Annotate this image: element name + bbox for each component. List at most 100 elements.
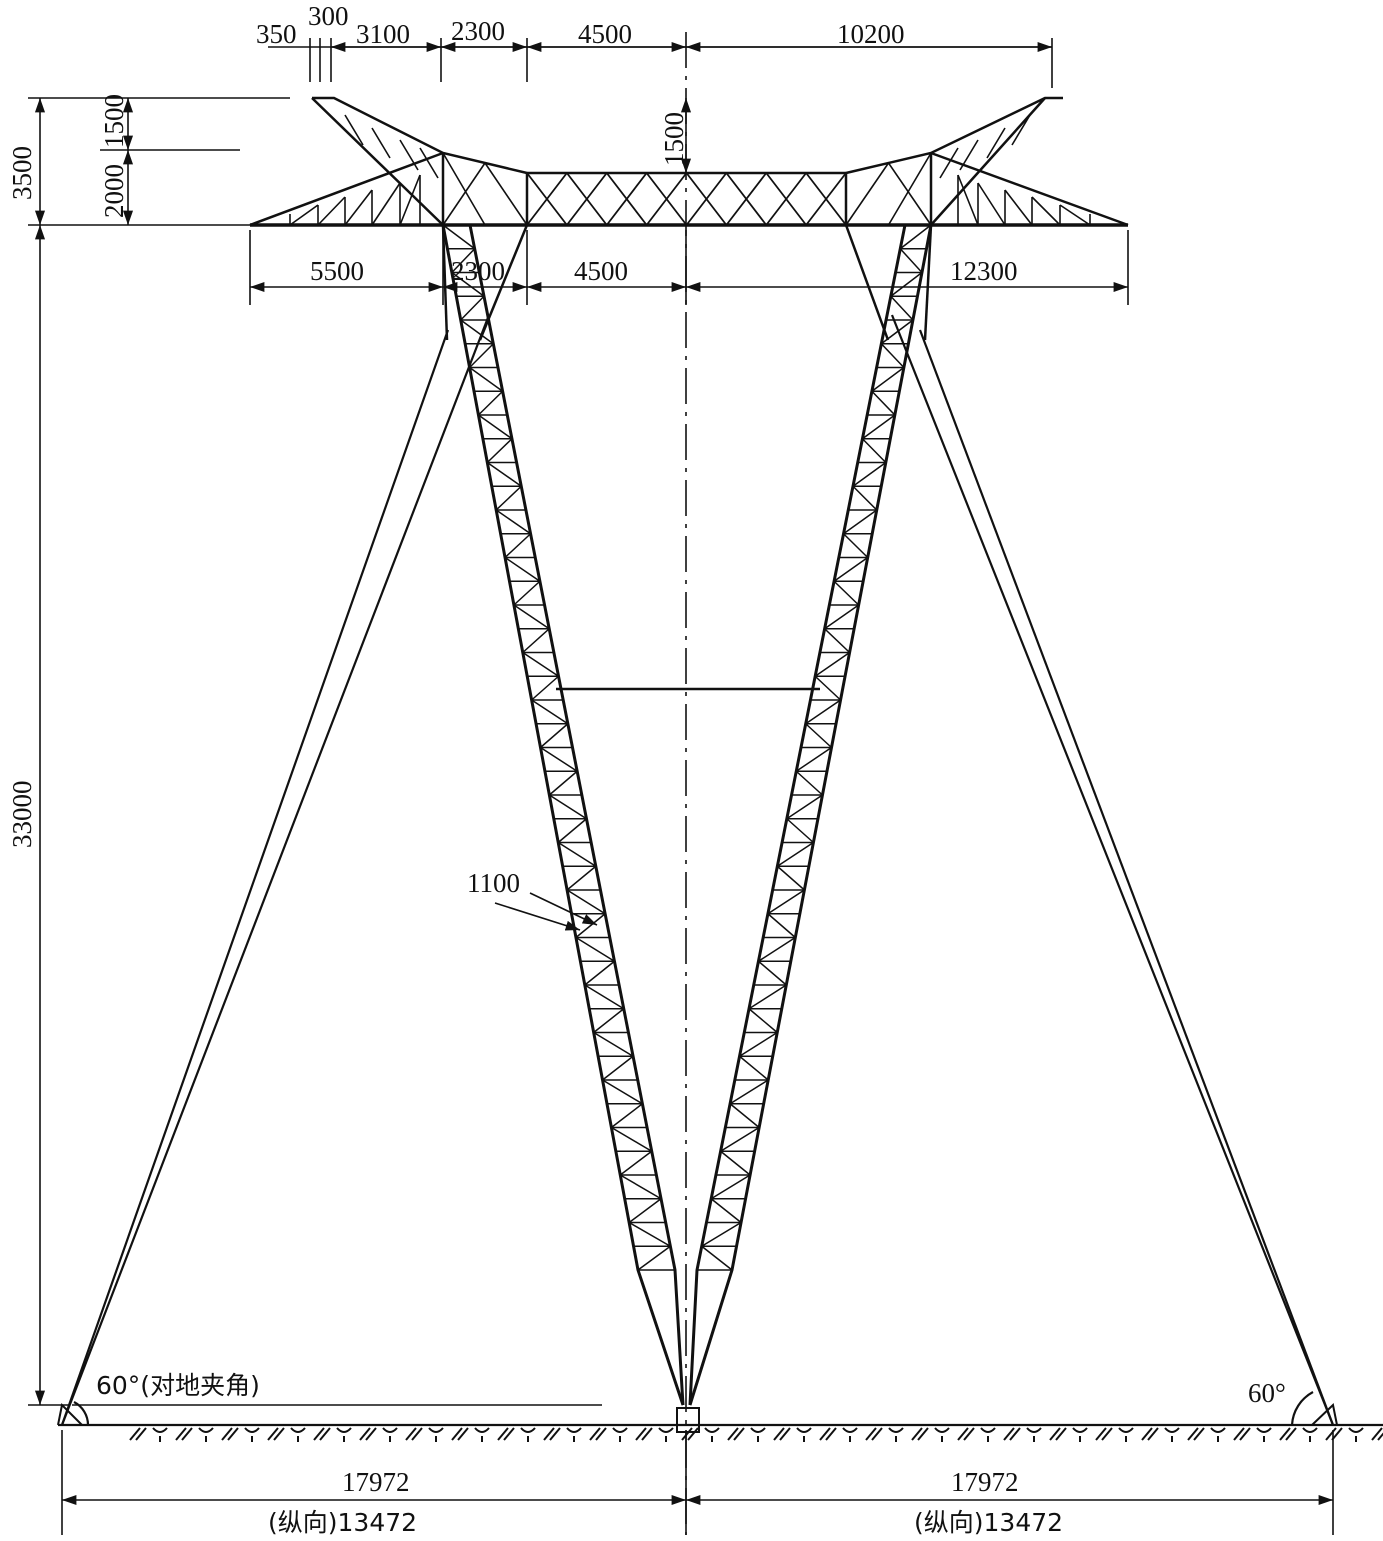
crossarm-lacing bbox=[606, 172, 648, 226]
ground-hatch bbox=[152, 1427, 168, 1442]
left-leg-inner-chord bbox=[468, 224, 685, 1406]
dim-top-350: 350 bbox=[256, 19, 297, 49]
left-leg-outer-chord bbox=[441, 224, 685, 1406]
angle-label-right: 60° bbox=[1248, 1378, 1286, 1408]
guy-wire-right-upper bbox=[890, 314, 1335, 1426]
ground-hatch bbox=[405, 1427, 423, 1441]
ground-hatch bbox=[566, 1427, 582, 1442]
ground-hatch bbox=[1302, 1427, 1318, 1442]
crossarm-lacing bbox=[685, 172, 728, 226]
dim-left-33000: 33000 bbox=[7, 781, 37, 849]
ground-hatch bbox=[612, 1427, 628, 1442]
wing-inner-lacing bbox=[845, 162, 890, 226]
right-leg-lacing bbox=[880, 343, 905, 369]
left-leg-lacing bbox=[548, 770, 578, 796]
wing-upper-lacing bbox=[959, 139, 979, 171]
ground-hatch bbox=[1348, 1427, 1364, 1442]
ground-hatch bbox=[1164, 1427, 1180, 1442]
crossarm-lacing bbox=[645, 172, 688, 226]
left-leg-lacing bbox=[478, 414, 513, 440]
dim-top-10200: 10200 bbox=[837, 19, 905, 49]
ground-hatch bbox=[474, 1427, 490, 1442]
right-leg-lacing bbox=[710, 1198, 742, 1224]
right-leg-lacing bbox=[701, 1245, 733, 1271]
right-leg-lacing bbox=[843, 533, 869, 559]
left-leg-lacing bbox=[584, 960, 615, 986]
left-leg-lacing bbox=[451, 248, 476, 274]
right-leg-lacing bbox=[776, 841, 814, 867]
right-leg-lacing bbox=[786, 818, 814, 844]
wing-upper-lacing bbox=[986, 127, 1006, 159]
right-leg-lacing bbox=[814, 651, 851, 677]
ground-hatch bbox=[313, 1427, 331, 1441]
right-leg-outer-chord bbox=[688, 224, 933, 1406]
right-leg-lacing bbox=[767, 913, 796, 939]
ground-hatch bbox=[980, 1427, 996, 1442]
left-leg-lacing bbox=[593, 1031, 634, 1057]
left-leg-lacing bbox=[602, 1079, 643, 1105]
ground-hatch bbox=[658, 1427, 674, 1442]
wing-upper-lacing bbox=[419, 147, 439, 179]
wing-lacing-diagonal bbox=[1031, 196, 1061, 226]
ground-hatch bbox=[1049, 1427, 1067, 1441]
left-leg-lacing bbox=[584, 984, 625, 1010]
ground-hatch bbox=[451, 1427, 469, 1441]
right-leg-lacing bbox=[701, 1221, 742, 1247]
left-leg-lacing bbox=[522, 651, 559, 677]
right-leg-lacing bbox=[720, 1150, 751, 1176]
wing-upper-lacing bbox=[939, 147, 959, 179]
ground-hatch bbox=[911, 1427, 929, 1441]
right-leg-lacing bbox=[795, 746, 832, 772]
right-leg-lacing bbox=[767, 889, 805, 915]
right-leg-lacing bbox=[824, 604, 860, 630]
ground-hatch bbox=[589, 1427, 607, 1441]
dim-top-3100: 3100 bbox=[356, 19, 410, 49]
ground-hatch bbox=[520, 1427, 536, 1442]
ground-hatch bbox=[957, 1427, 975, 1441]
ground-hatch bbox=[336, 1427, 352, 1442]
angle-arc-right bbox=[1290, 1391, 1314, 1426]
right-leg-lacing bbox=[833, 556, 869, 582]
ground-hatch bbox=[704, 1427, 720, 1442]
wing-upper-lacing bbox=[344, 114, 364, 146]
ground-hatch bbox=[934, 1427, 950, 1442]
wing-lacing-diagonal bbox=[371, 182, 401, 226]
left-leg-lacing bbox=[557, 818, 587, 844]
left-leg-lacing bbox=[442, 224, 476, 250]
left-leg-lacing bbox=[637, 1245, 671, 1271]
wing-inner-lacing bbox=[484, 162, 528, 226]
right-leg-lacing bbox=[786, 794, 823, 820]
right-leg-lacing bbox=[757, 960, 787, 986]
anchor-left-marker bbox=[57, 1402, 83, 1426]
left-leg-lacing bbox=[566, 865, 597, 891]
dim-left-3500: 3500 bbox=[7, 146, 37, 200]
wing-upper-lacing bbox=[399, 139, 419, 171]
tower-structure bbox=[249, 96, 1129, 1433]
right-leg-lacing bbox=[861, 438, 887, 464]
guy-wire-left-upper bbox=[60, 314, 491, 1426]
ground-hatch bbox=[497, 1427, 515, 1441]
left-leg-lacing bbox=[460, 319, 494, 345]
base-dim-left: 17972 bbox=[342, 1467, 410, 1497]
left-leg-lacing bbox=[602, 1055, 634, 1081]
right-leg-lacing bbox=[795, 770, 823, 796]
ground-hatch bbox=[221, 1427, 239, 1441]
left-leg-lacing bbox=[495, 509, 531, 535]
wing-inner-lacing bbox=[887, 152, 932, 226]
wing-lacing-diagonal bbox=[977, 182, 1006, 226]
right-leg-lacing bbox=[862, 414, 896, 440]
right-leg-lacing bbox=[833, 580, 860, 606]
dim-arm-12300: 12300 bbox=[950, 256, 1018, 286]
base-dim-left-longitudinal: (纵向)13472 bbox=[268, 1508, 417, 1537]
dim-left-1500: 1500 bbox=[99, 94, 129, 148]
left-leg-lacing bbox=[469, 343, 494, 369]
ground-hatch bbox=[1141, 1427, 1159, 1441]
left-leg-lacing bbox=[619, 1150, 653, 1176]
right-leg-lacing bbox=[824, 628, 851, 654]
wing-lacing-diagonal bbox=[1004, 189, 1033, 226]
right-leg-lacing bbox=[843, 509, 878, 535]
left-leg-lacing bbox=[477, 390, 504, 416]
wing-upper-lacing bbox=[1011, 114, 1031, 146]
